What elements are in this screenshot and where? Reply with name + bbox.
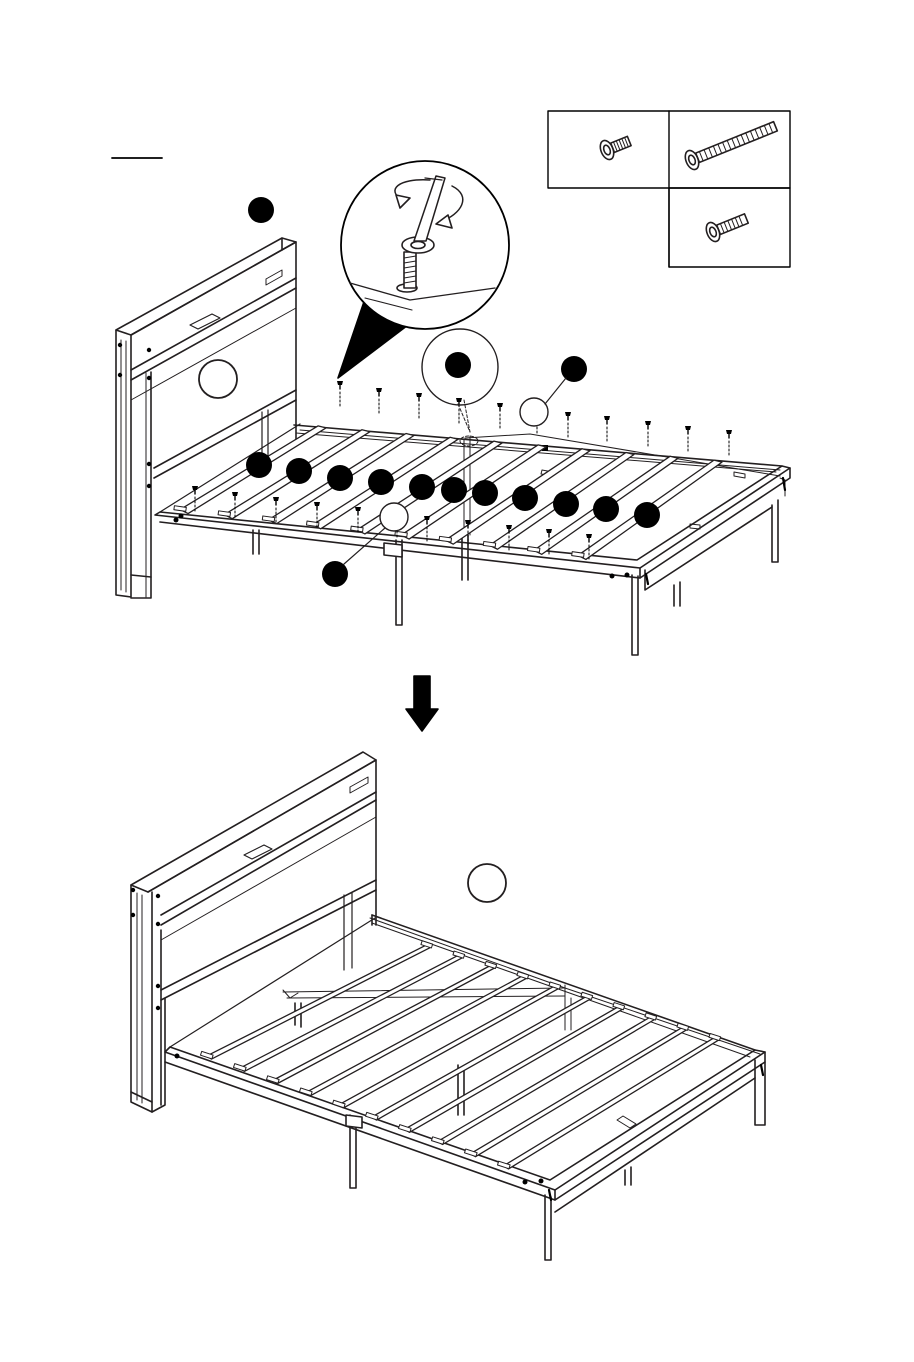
slat-screw	[497, 403, 503, 429]
part-label-circle	[468, 864, 506, 902]
part-marker	[327, 465, 353, 491]
step-bottom-illustration	[131, 752, 765, 1260]
slat-screw	[645, 421, 651, 447]
step-top-illustration	[116, 161, 790, 655]
slat	[240, 955, 464, 1071]
slat-end-bracket	[431, 1137, 444, 1145]
part-marker	[512, 485, 538, 511]
short-hex-bolt-icon	[598, 132, 633, 162]
slat-screw	[376, 388, 382, 414]
slat-screw	[416, 393, 422, 419]
hardware-table	[548, 111, 790, 267]
slat-screw	[565, 412, 571, 438]
slat-screw	[685, 426, 691, 452]
part-marker	[593, 496, 619, 522]
part-marker	[368, 469, 394, 495]
bottom-slats	[200, 941, 720, 1169]
part-marker	[441, 477, 467, 503]
bed-frame-bottom	[165, 915, 765, 1260]
long-hex-bolt-icon	[683, 117, 780, 172]
medium-hex-bolt-icon	[704, 209, 750, 243]
arrow-down-icon	[406, 676, 438, 731]
slat-screw	[604, 416, 610, 442]
detail-magnifier	[338, 161, 509, 378]
slat	[207, 945, 432, 1059]
top-callouts	[246, 452, 660, 528]
part-marker	[286, 458, 312, 484]
slat-screw	[337, 381, 343, 407]
slat-end-bracket	[365, 1112, 378, 1120]
slat-end-bracket	[398, 1125, 411, 1133]
part-marker	[248, 197, 274, 223]
part-marker	[246, 452, 272, 478]
headboard-top	[116, 238, 296, 598]
part-label-circle	[199, 360, 237, 398]
part-marker	[553, 491, 579, 517]
headboard-bottom	[131, 752, 376, 1112]
part-marker	[472, 480, 498, 506]
part-marker	[409, 474, 435, 500]
part-marker	[634, 502, 660, 528]
slat-screw	[726, 430, 732, 456]
